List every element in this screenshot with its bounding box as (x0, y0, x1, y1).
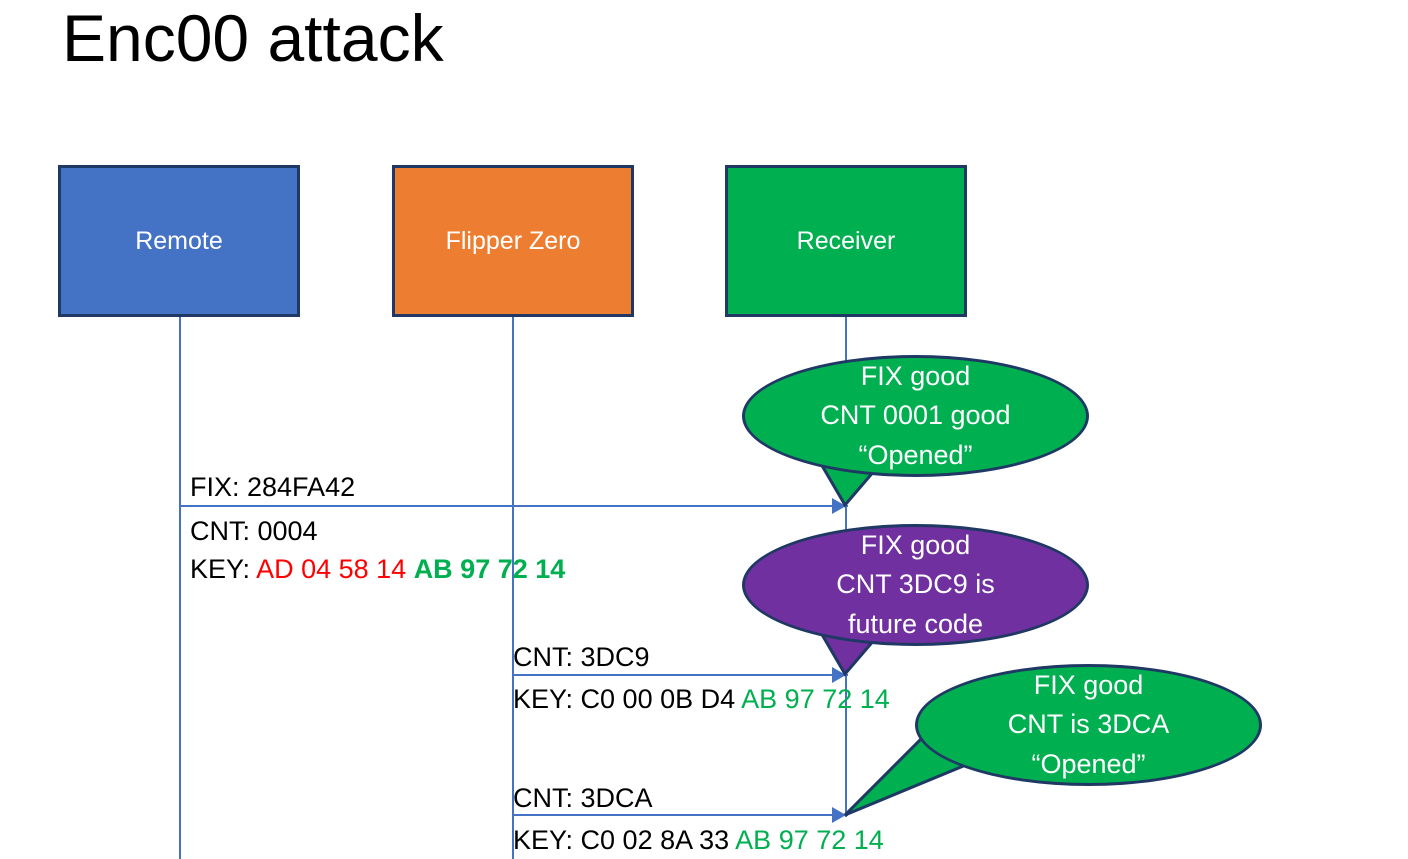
message-1-key-label: KEY: (190, 554, 257, 585)
speech-bubble-receiver-3: FIX good CNT is 3DCA “Opened” (915, 664, 1262, 786)
message-1-cnt-label: CNT: (190, 516, 258, 546)
actor-label-flipper: Flipper Zero (445, 227, 581, 255)
page-title: Enc00 attack (62, 1, 444, 75)
bubble-1-line-3: “Opened” (858, 439, 973, 470)
message-1-key-line: KEY: AD 04 58 14 AB 97 72 14 (190, 550, 565, 588)
message-label-2-key: KEY: C0 00 0B D4 AB 97 72 14 (513, 680, 890, 718)
bubble-1-line-1: FIX good (860, 361, 971, 392)
message-2-key-green: AB 97 72 14 (741, 684, 890, 714)
message-label-1-fix: FIX: 284FA42 (190, 472, 356, 502)
bubble-2-line-3: future code (847, 608, 984, 639)
bubble-3-line-1: FIX good (1033, 670, 1144, 701)
message-3-key-label: KEY: C0 02 8A 33 (513, 825, 736, 855)
actor-label-remote: Remote (135, 227, 223, 255)
bubble-3-line-2: CNT is 3DCA (1007, 709, 1170, 740)
message-1-key-green: AB 97 72 14 (413, 554, 566, 585)
message-1-cnt-value: 0004 (257, 516, 318, 546)
lifeline-flipper (512, 317, 514, 859)
bubble-1-line-2: CNT 0001 good (820, 400, 1011, 431)
message-label-1-details: CNT: 0004 KEY: AD 04 58 14 AB 97 72 14 (190, 512, 565, 589)
actor-box-flipper: Flipper Zero (392, 165, 634, 317)
message-1-key-red: AD 04 58 14 (256, 554, 407, 585)
bubble-3-line-3: “Opened” (1031, 748, 1146, 779)
message-1-cnt-line: CNT: 0004 (190, 512, 565, 550)
bubble-2-line-2: CNT 3DC9 is (836, 569, 995, 600)
speech-bubble-receiver-2: FIX good CNT 3DC9 is future code (742, 524, 1089, 646)
message-label-3-cnt: CNT: 3DCA (513, 783, 653, 813)
message-3-key-green: AB 97 72 14 (735, 825, 884, 855)
actor-box-receiver: Receiver (725, 165, 967, 317)
lifeline-remote (179, 317, 181, 859)
speech-bubble-receiver-1: FIX good CNT 0001 good “Opened” (742, 355, 1089, 477)
message-label-3-key: KEY: C0 02 8A 33 AB 97 72 14 (513, 821, 884, 859)
bubble-2-line-1: FIX good (860, 530, 971, 561)
message-arrow-1 (180, 505, 848, 507)
message-2-key-label: KEY: C0 00 0B D4 (513, 684, 742, 714)
spacer (406, 554, 414, 584)
actor-label-receiver: Receiver (796, 227, 896, 255)
message-arrow-3 (513, 814, 848, 816)
message-arrow-2 (513, 674, 848, 676)
message-arrowhead-3 (832, 807, 846, 823)
message-label-2-cnt: CNT: 3DC9 (513, 642, 650, 672)
actor-box-remote: Remote (58, 165, 300, 317)
